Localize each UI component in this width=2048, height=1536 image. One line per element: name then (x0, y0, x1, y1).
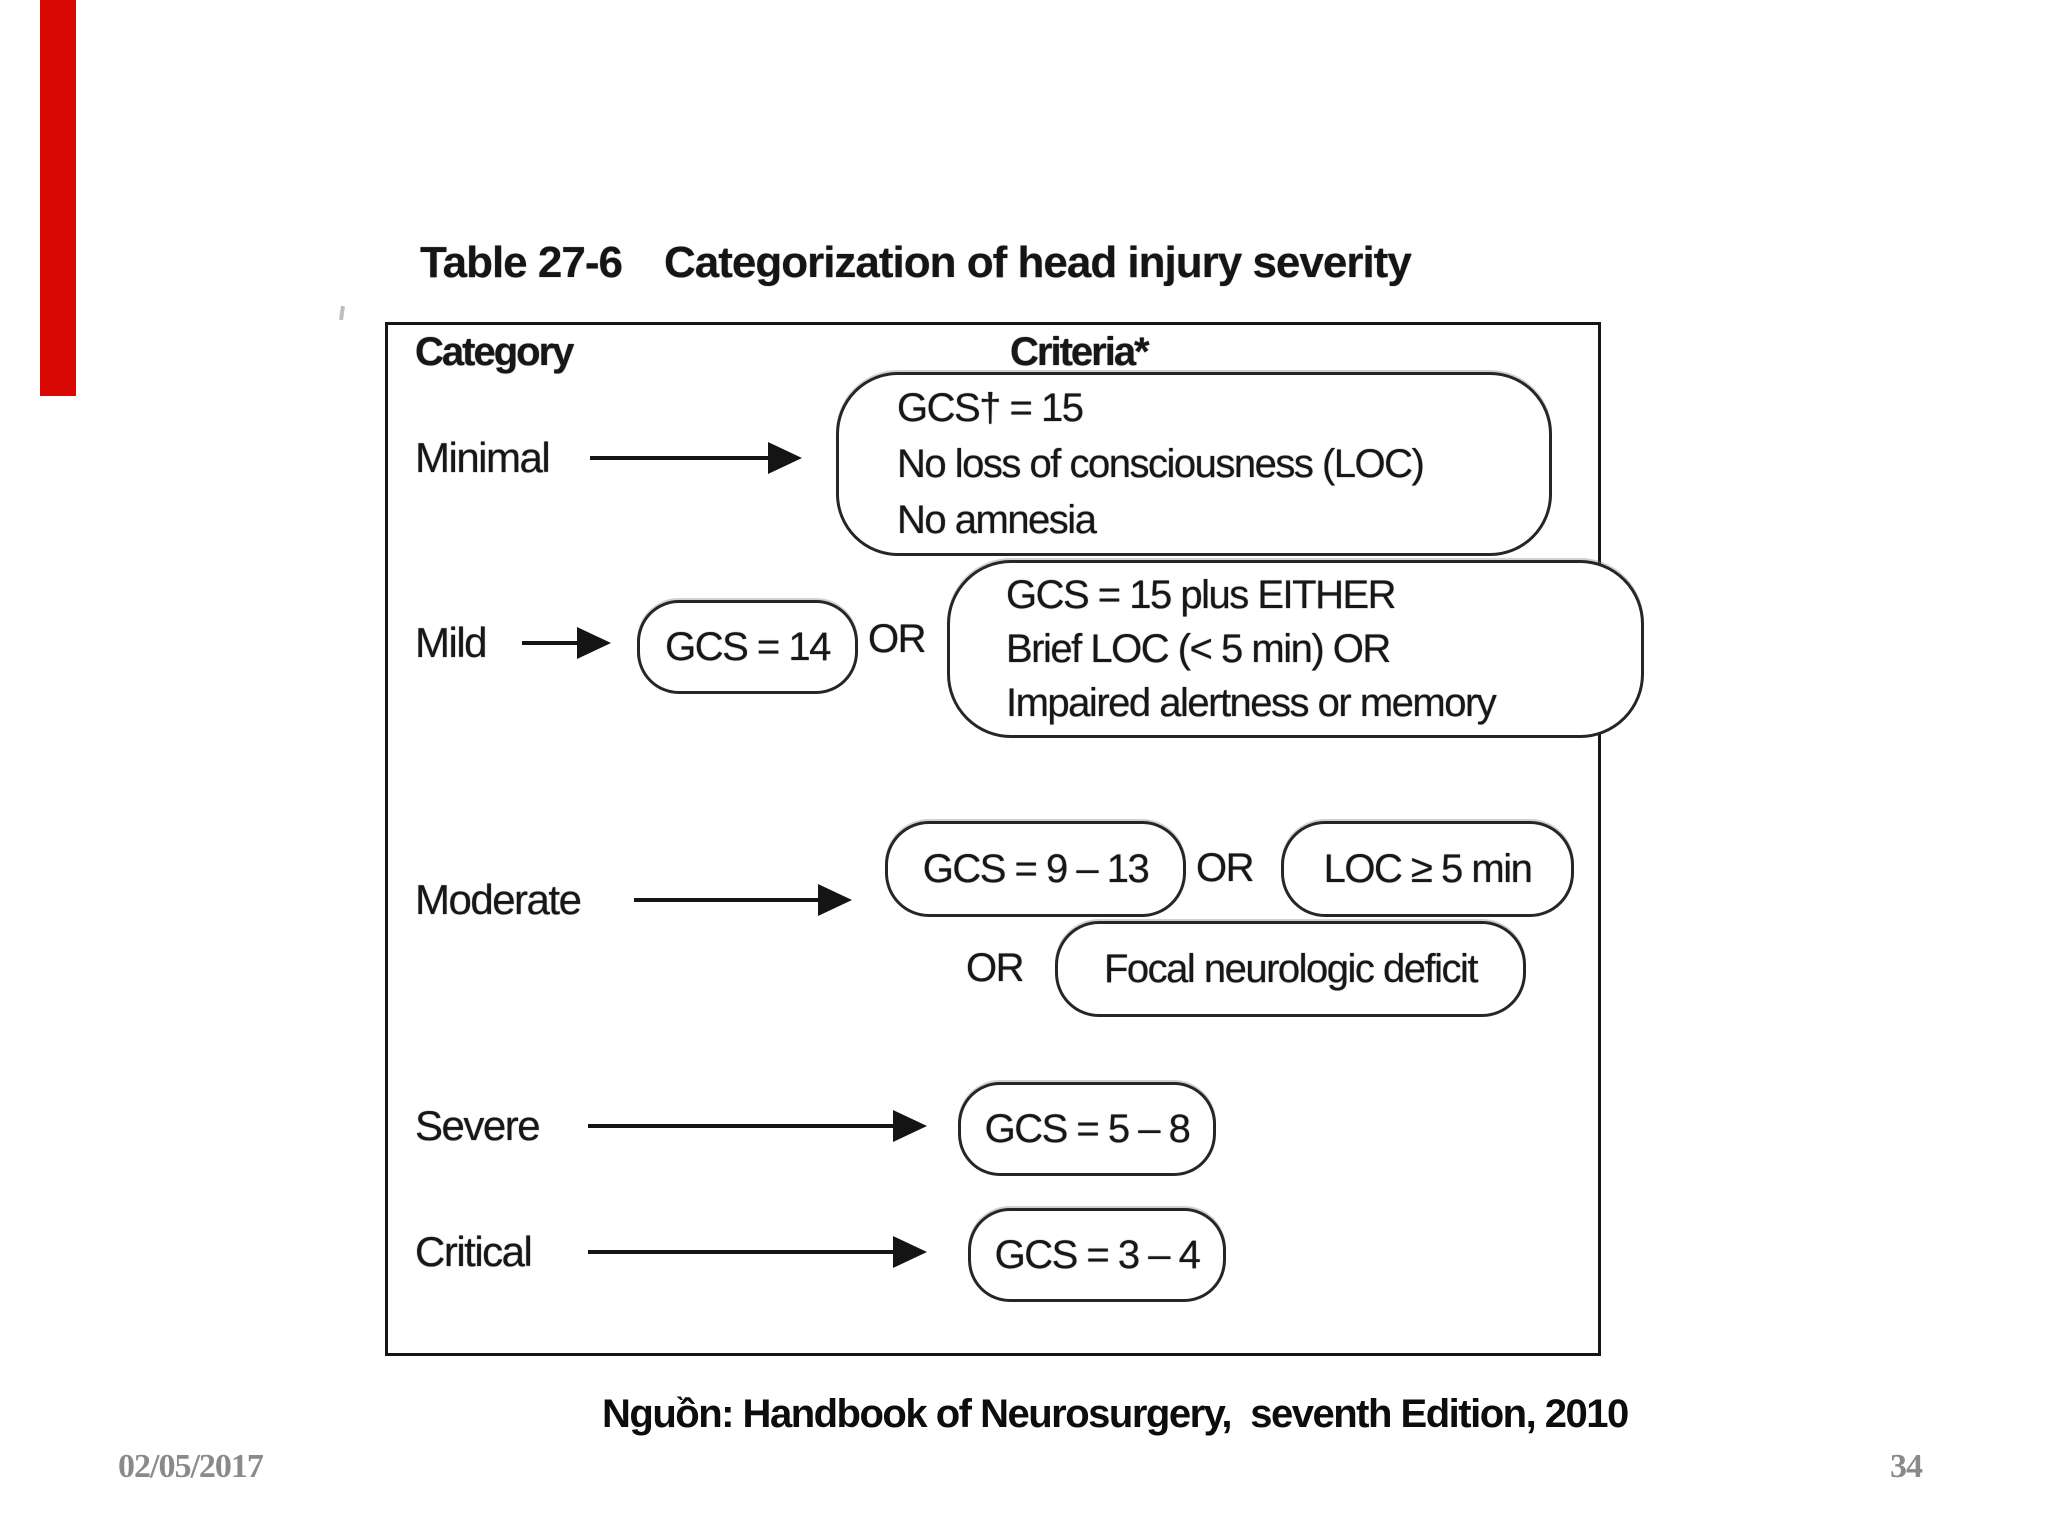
loc-value: LOC ≥ 5 min (1323, 846, 1533, 891)
or-label-moderate-2: OR (966, 946, 1025, 990)
category-label-minimal: Minimal (415, 434, 551, 481)
arrow-head-critical (893, 1236, 927, 1268)
gcs-box-critical: GCS = 3 – 4 (968, 1208, 1226, 1302)
criteria-line: GCS = 15 plus EITHER (1006, 573, 1397, 617)
column-header-criteria: Criteria* (1010, 330, 1150, 374)
footer-date: 02/05/2017 (118, 1448, 264, 1485)
column-header-category: Category (415, 330, 574, 374)
or-label-mild: OR (868, 617, 927, 661)
gcs-box-moderate: GCS = 9 – 13 (885, 821, 1186, 917)
focal-value: Focal neurologic deficit (1103, 946, 1479, 991)
source-citation: Nguồn: Handbook of Neurosurgery, seventh… (602, 1392, 1629, 1436)
arrow-head-minimal (768, 442, 802, 474)
arrow-line-severe (588, 1124, 893, 1128)
gcs-box-mild: GCS = 14 (637, 600, 858, 694)
category-label-severe: Severe (415, 1102, 541, 1149)
category-label-moderate: Moderate (415, 876, 582, 923)
gcs-box-severe: GCS = 5 – 8 (958, 1082, 1216, 1176)
gcs-value: GCS = 9 – 13 (922, 846, 1150, 891)
criteria-box-mild: GCS = 15 plus EITHER Brief LOC (< 5 min)… (947, 560, 1644, 738)
red-accent-bar (40, 0, 76, 396)
gcs-value: GCS = 5 – 8 (984, 1106, 1191, 1151)
focal-box-moderate: Focal neurologic deficit (1055, 921, 1526, 1017)
arrow-head-mild (577, 627, 611, 659)
criteria-box-minimal: GCS† = 15 No loss of consciousness (LOC)… (836, 372, 1552, 556)
gcs-value: GCS = 14 (665, 624, 831, 669)
table-title-text: Categorization of head injury severity (663, 238, 1412, 287)
loc-box-moderate: LOC ≥ 5 min (1281, 821, 1574, 917)
gcs-value: GCS = 3 – 4 (994, 1232, 1201, 1277)
arrow-head-moderate (818, 884, 852, 916)
arrow-line-critical (588, 1250, 893, 1254)
criteria-line: No loss of consciousness (LOC) (897, 442, 1425, 486)
criteria-line: Impaired alertness or memory (1006, 681, 1497, 725)
arrow-head-severe (893, 1110, 927, 1142)
arrow-line-minimal (590, 456, 768, 460)
criteria-line: No amnesia (897, 498, 1097, 542)
scan-artifact (339, 305, 345, 321)
page-number: 34 (1890, 1448, 1923, 1485)
table-number: Table 27-6 (420, 238, 623, 287)
category-label-mild: Mild (415, 619, 488, 666)
arrow-line-moderate (634, 898, 818, 902)
arrow-line-mild (522, 641, 577, 645)
criteria-line: Brief LOC (< 5 min) OR (1006, 627, 1391, 671)
criteria-line: GCS† = 15 (897, 386, 1084, 430)
slide-title: Table 27-6 Categorization of head injury … (420, 238, 1412, 288)
category-label-critical: Critical (415, 1228, 533, 1275)
or-label-moderate-1: OR (1196, 846, 1255, 890)
